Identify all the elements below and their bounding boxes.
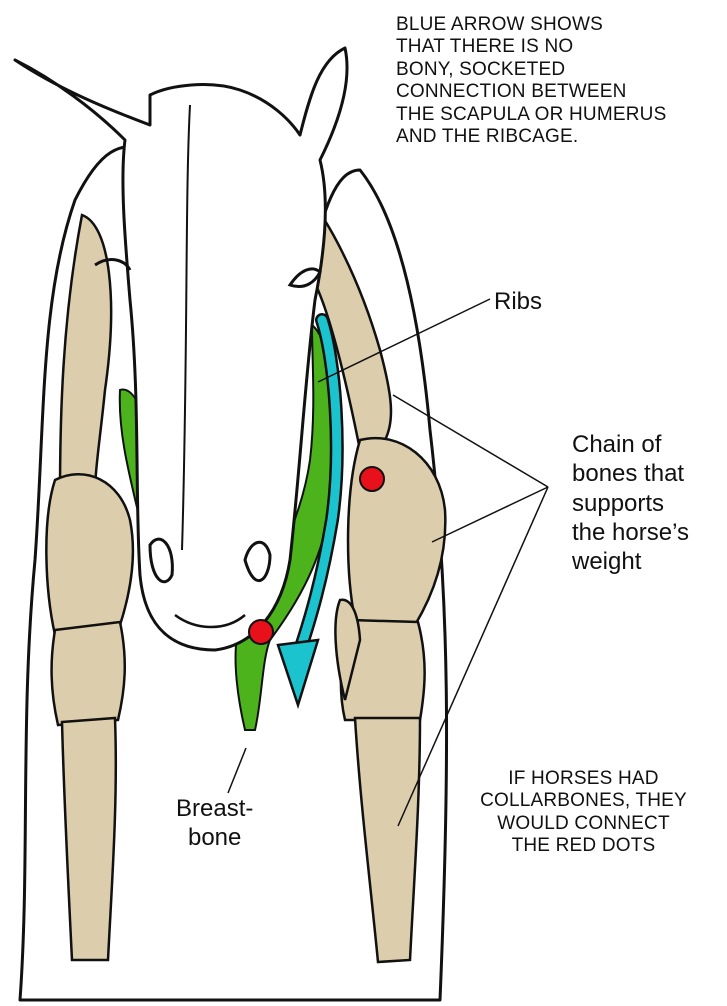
ribs-label: Ribs <box>494 287 542 316</box>
chain-leader-mid <box>432 487 548 542</box>
collarbones-note: IF HORSES HAD COLLARBONES, THEY WOULD CO… <box>440 768 727 858</box>
breastbone-label: Breast- bone <box>176 794 253 853</box>
top-note: BLUE ARROW SHOWS THAT THERE IS NO BONY, … <box>396 14 666 148</box>
red-dot-breastbone <box>249 620 273 644</box>
chain-label: Chain of bones that supports the horse’s… <box>572 430 689 576</box>
red-dot-shoulder <box>360 467 384 491</box>
